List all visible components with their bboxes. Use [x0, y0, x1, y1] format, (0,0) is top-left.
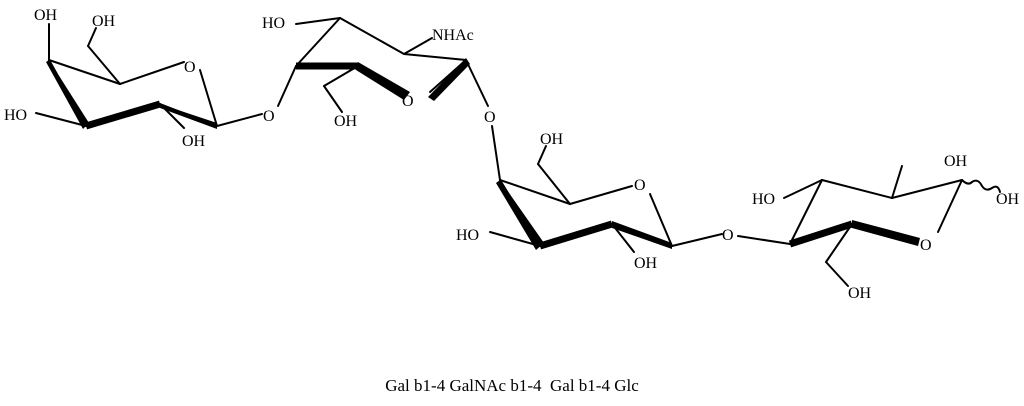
galnac-nhac-label: NHAc [432, 27, 474, 44]
galnac-ho3-label: HO [262, 15, 285, 32]
gal1-oh4-label: OH [34, 7, 58, 24]
galnac-ring-oxygen: O [402, 93, 414, 110]
gal2-ring-oxygen: O [634, 177, 646, 194]
glc-ho3-label: HO [752, 191, 775, 208]
linkage-oxygen-3: O [722, 227, 734, 244]
gal1-oh2-label: OH [182, 133, 206, 150]
gal1-oh6-label: OH [92, 13, 116, 30]
glucose-residue [783, 165, 1001, 287]
linkage-oxygen-2: O [484, 109, 496, 126]
galnac-residue [295, 17, 489, 113]
galactose-residue-1 [35, 23, 263, 130]
gal2-oh2-label: OH [634, 255, 658, 272]
linkage-oxygen-1: O [263, 108, 275, 125]
galactose-residue-2 [489, 145, 723, 253]
gal2-ho3-label: HO [456, 227, 479, 244]
glc-oh6-label: OH [848, 285, 872, 302]
glc-oh2-label: OH [944, 153, 968, 170]
galnac-oh6-label: OH [334, 113, 358, 130]
glc-oh1-label: OH [996, 191, 1020, 208]
structure-caption: Gal b1-4 GalNAc b1-4 Gal b1-4 Glc [385, 376, 639, 395]
gal1-oh3-label: HO [4, 107, 27, 124]
gal1-ring-oxygen: O [184, 59, 196, 76]
glc-ring-oxygen: O [920, 237, 932, 254]
gal2-oh6-label: OH [540, 131, 564, 148]
